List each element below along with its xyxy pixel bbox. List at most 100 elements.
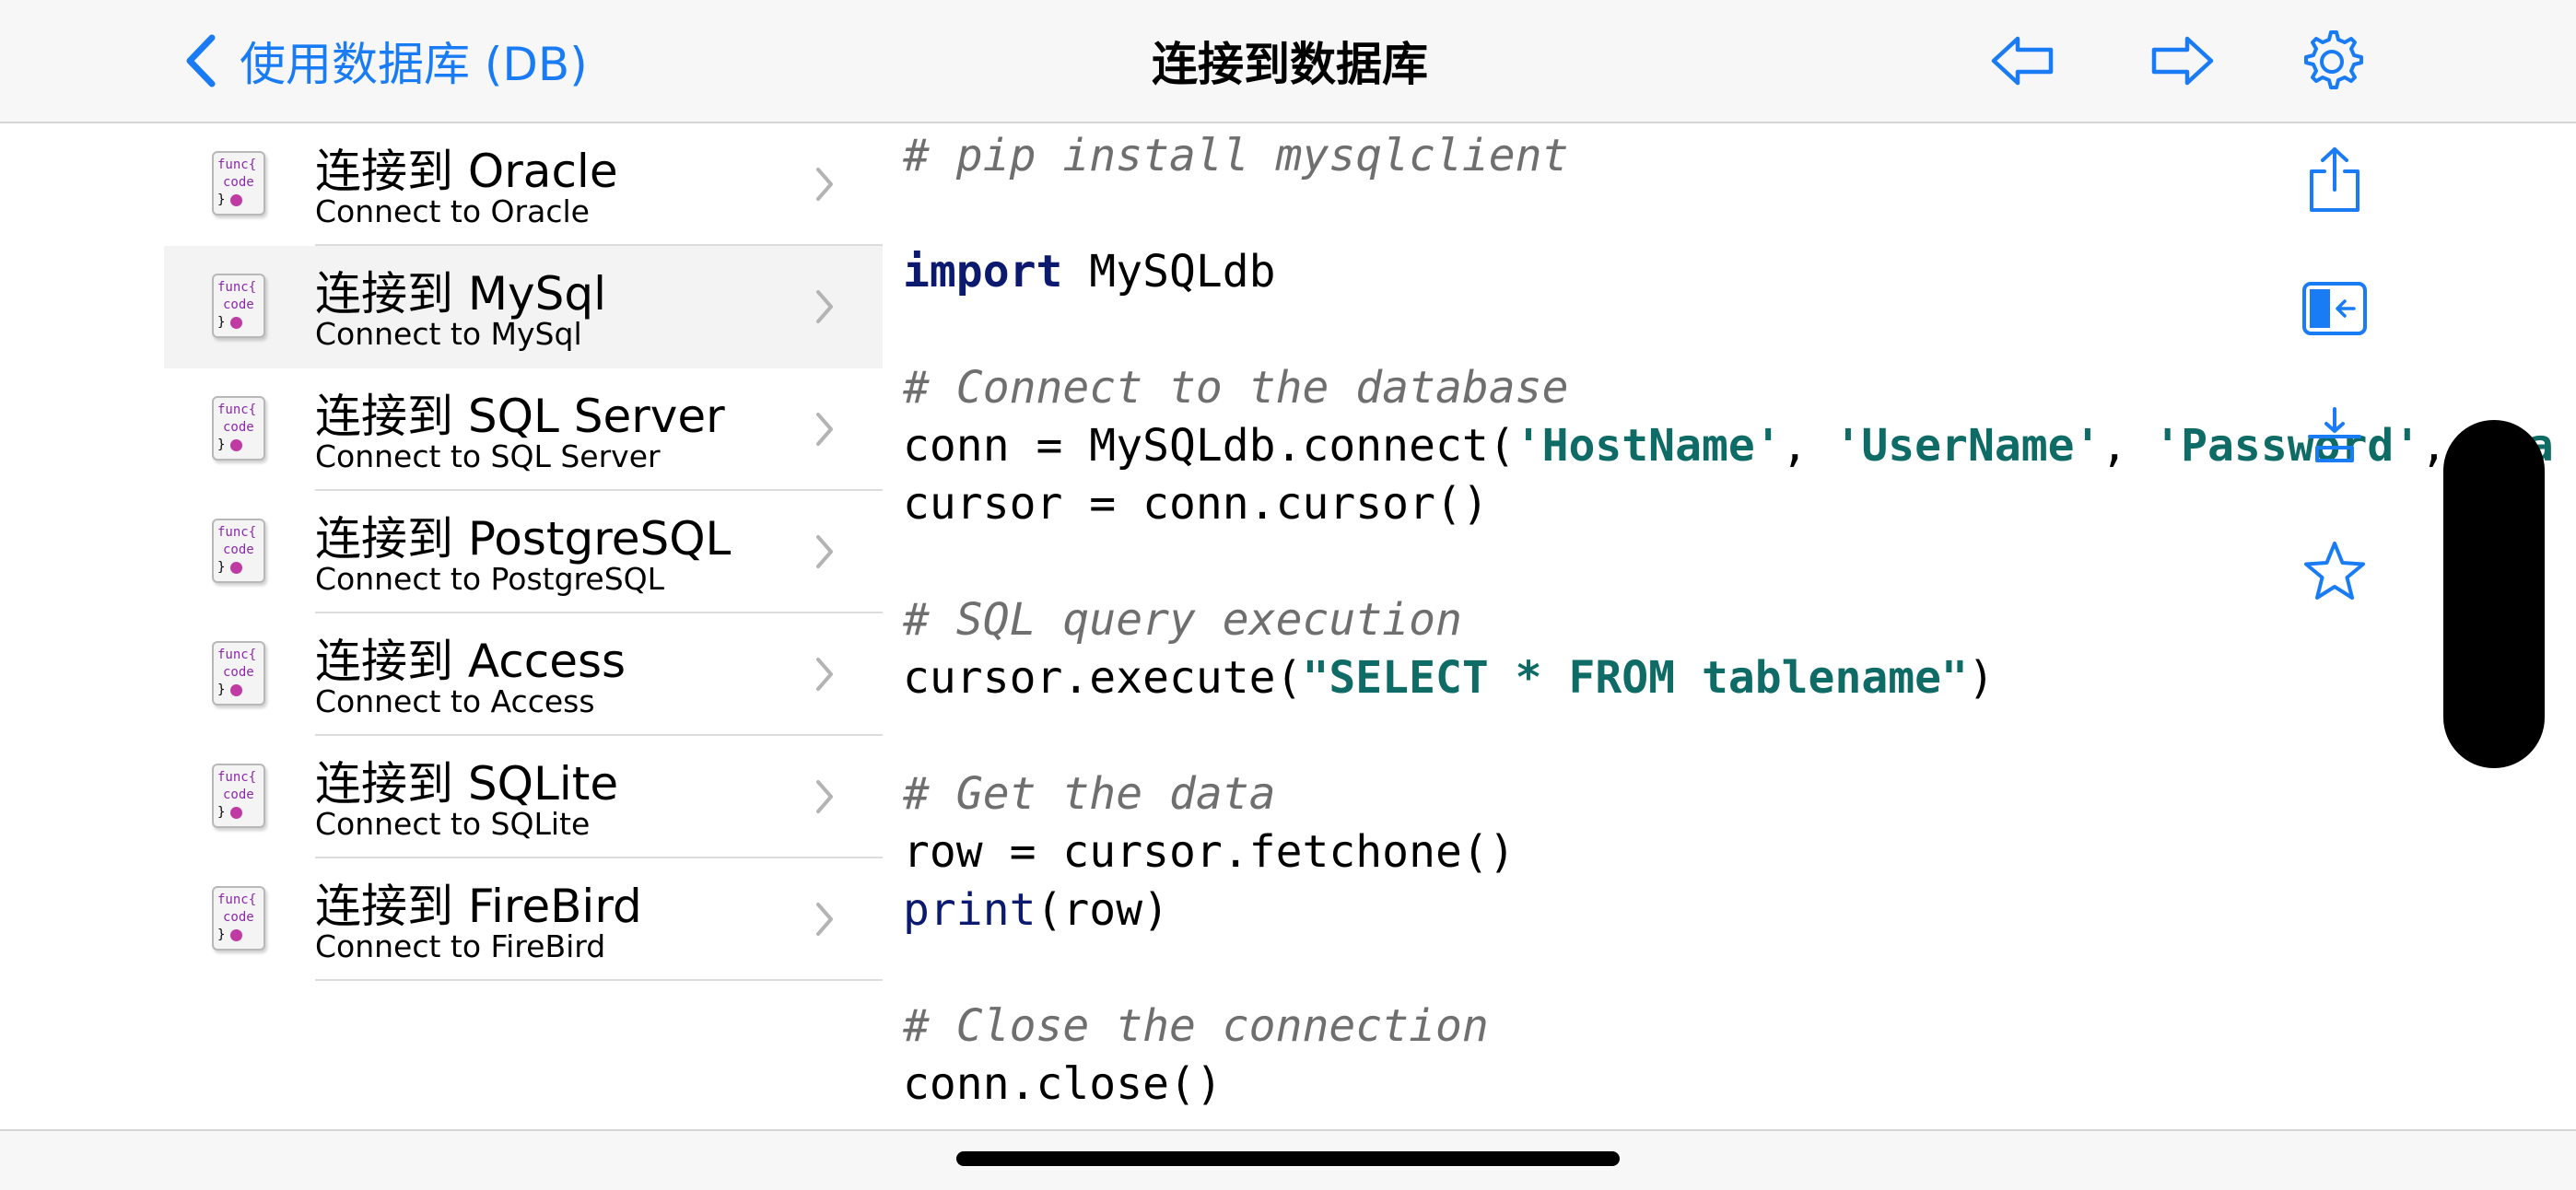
icon-text-brace: }	[217, 560, 226, 575]
code-token: conn.close()	[903, 1058, 1223, 1110]
code-line: # Close the connection	[903, 998, 1489, 1056]
dot-icon	[230, 683, 243, 696]
home-indicator[interactable]	[956, 1151, 1620, 1166]
code-token: 'Password'	[2154, 420, 2421, 472]
chevron-right-icon	[816, 658, 833, 691]
code-token: # SQL query execution	[903, 594, 1462, 646]
chevron-left-icon	[186, 34, 216, 88]
chevron-right-icon	[816, 168, 833, 201]
share-icon	[2310, 147, 2359, 212]
code-token: # Connect to the database	[903, 362, 1569, 414]
code-token: )	[1967, 652, 1995, 704]
arrow-right-icon	[2151, 36, 2214, 86]
code-line: print(row)	[903, 881, 1169, 939]
chevron-right-icon	[816, 535, 833, 568]
icon-text-brace: }	[217, 682, 226, 697]
dot-icon	[230, 438, 243, 451]
icon-text-brace: }	[217, 928, 226, 942]
icon-text-code: code	[223, 298, 254, 312]
dot-icon	[230, 806, 243, 819]
code-file-icon: func{code}	[212, 764, 265, 828]
list-item-title: 连接到 MySql	[315, 267, 606, 321]
chevron-right-icon	[816, 413, 833, 446]
settings-button[interactable]	[2298, 28, 2366, 96]
code-line: import MySQLdb	[903, 243, 1276, 301]
previous-button[interactable]	[1990, 33, 2056, 88]
icon-text-brace: }	[217, 438, 226, 452]
icon-text-code: code	[223, 665, 254, 680]
code-token: "SELECT * FROM tablename"	[1302, 652, 1968, 704]
divider	[315, 489, 883, 491]
code-token: ,	[2420, 420, 2475, 472]
divider	[315, 244, 883, 246]
icon-text-func: func{	[217, 158, 257, 172]
code-line: conn.close()	[903, 1056, 1223, 1114]
divider	[315, 979, 883, 981]
sidebar-toggle-icon	[2302, 282, 2367, 335]
code-token: # pip install mysqlclient	[903, 130, 1569, 181]
dot-icon	[230, 193, 243, 206]
code-token: cursor = conn.cursor()	[903, 478, 1489, 530]
icon-text-func: func{	[217, 525, 257, 540]
icon-text-func: func{	[217, 770, 257, 785]
arrow-left-icon	[1991, 36, 2054, 86]
code-token: row = cursor.fetchone()	[903, 826, 1516, 878]
code-file-icon: func{ code}	[212, 396, 265, 461]
chevron-right-icon	[816, 780, 833, 813]
icon-text-code: code	[223, 788, 254, 802]
list-item-title: 连接到 SQLite	[315, 757, 619, 811]
list-item-title: 连接到 SQL Server	[315, 390, 725, 443]
code-token: (row)	[1036, 884, 1170, 936]
share-button[interactable]	[2301, 146, 2369, 214]
code-token: print	[903, 884, 1036, 936]
dot-icon	[230, 928, 243, 941]
code-line: # Get the data	[903, 765, 1276, 823]
code-token: ,	[1781, 420, 1835, 472]
code-file-icon: func{ code}	[212, 519, 265, 583]
list-item-title: 连接到 Oracle	[315, 145, 618, 198]
code-token: # Close the connection	[903, 1000, 1489, 1052]
code-token: 'UserName'	[1834, 420, 2102, 472]
code-line: row = cursor.fetchone()	[903, 823, 1516, 881]
icon-text-code: code	[223, 175, 254, 190]
code-file-icon: func{code}	[212, 151, 265, 216]
icon-text-code: code	[223, 542, 254, 557]
next-button[interactable]	[2149, 33, 2215, 88]
back-button-label: 使用数据库 (DB)	[240, 38, 588, 91]
code-file-icon: func{code}	[212, 274, 265, 338]
download-button[interactable]	[2301, 405, 2369, 473]
list-item-subtitle: Connect to MySql	[315, 316, 582, 352]
dot-icon	[230, 561, 243, 574]
code-line: # pip install mysqlclient	[903, 127, 1568, 185]
chevron-right-icon	[816, 290, 833, 323]
code-line: cursor.execute("SELECT * FROM tablename"…	[903, 649, 1995, 707]
icon-text-code: code	[223, 420, 254, 435]
chevron-right-icon	[816, 903, 833, 936]
scroll-overlay[interactable]	[2443, 420, 2545, 768]
favorite-button[interactable]	[2301, 538, 2369, 606]
list-item-subtitle: Connect to PostgreSQL	[315, 561, 665, 597]
list-item-subtitle: Connect to SQL Server	[315, 438, 661, 474]
code-file-icon: func{ code}	[212, 641, 265, 706]
star-icon	[2304, 542, 2365, 600]
code-file-icon: func{code}	[212, 886, 265, 951]
code-line: cursor = conn.cursor()	[903, 475, 1489, 533]
list-item-subtitle: Connect to Oracle	[315, 193, 590, 229]
icon-text-func: func{	[217, 402, 257, 417]
code-view[interactable]: # pip install mysqlclient import MySQLdb #…	[903, 127, 2576, 1126]
code-token: import	[903, 246, 1063, 298]
code-line: # SQL query execution	[903, 591, 1462, 649]
sidebar-toggle-button[interactable]	[2301, 274, 2369, 343]
list-item-subtitle: Connect to FireBird	[315, 928, 606, 964]
page-title: 连接到数据库	[1152, 38, 1428, 91]
back-button[interactable]: 使用数据库 (DB)	[181, 28, 588, 94]
icon-text-func: func{	[217, 648, 257, 662]
